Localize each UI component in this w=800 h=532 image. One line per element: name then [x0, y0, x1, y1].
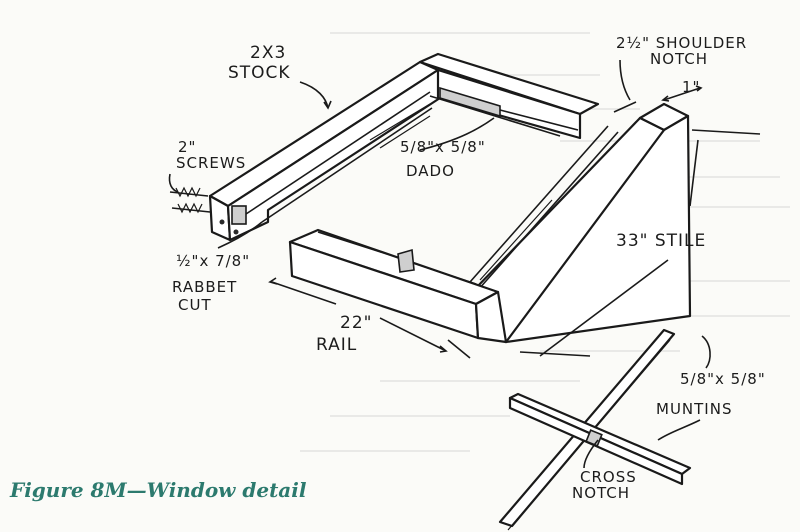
back-rail	[369, 52, 600, 149]
muntins-label-line1: 5/8"x 5/8"	[680, 370, 766, 388]
right-stile	[469, 102, 692, 344]
stile-label: 33" STILE	[616, 231, 706, 251]
rabbet-label-line2: RABBET	[172, 278, 237, 296]
dimension-lines	[168, 59, 761, 469]
stock-label-line2: STOCK	[228, 63, 291, 83]
shoulder-label-line1: 2½" SHOULDER	[616, 34, 747, 52]
labels: 2X3 STOCK 2" SCREWS 5/8"x 5/8" DADO 2½" …	[172, 34, 766, 502]
screws-label-line1: 2"	[178, 138, 196, 156]
stock-label-line1: 2X3	[250, 43, 286, 63]
left-stile	[208, 60, 442, 242]
rabbet-label-line3: CUT	[178, 296, 212, 314]
shoulder-label-line2: NOTCH	[650, 50, 708, 68]
screws-label-line2: SCREWS	[176, 154, 246, 172]
cross-notch-label-line1: CROSS	[580, 468, 637, 486]
dado-label-line1: 5/8"x 5/8"	[400, 138, 486, 156]
muntins	[498, 328, 692, 531]
one-inch-label: 1"	[682, 78, 700, 96]
rabbet-label-line1: ½"x 7/8"	[176, 252, 250, 270]
muntins-label-line2: MUNTINS	[656, 400, 732, 418]
rail-label-line2: RAIL	[316, 335, 357, 355]
dado-label-line2: DADO	[406, 162, 455, 180]
cross-notch-label-line2: NOTCH	[572, 484, 630, 502]
figure-caption: Figure 8M—Window detail	[10, 478, 307, 502]
rail-label-line1: 22"	[340, 313, 372, 333]
screws	[169, 186, 211, 214]
front-rail	[288, 228, 508, 344]
